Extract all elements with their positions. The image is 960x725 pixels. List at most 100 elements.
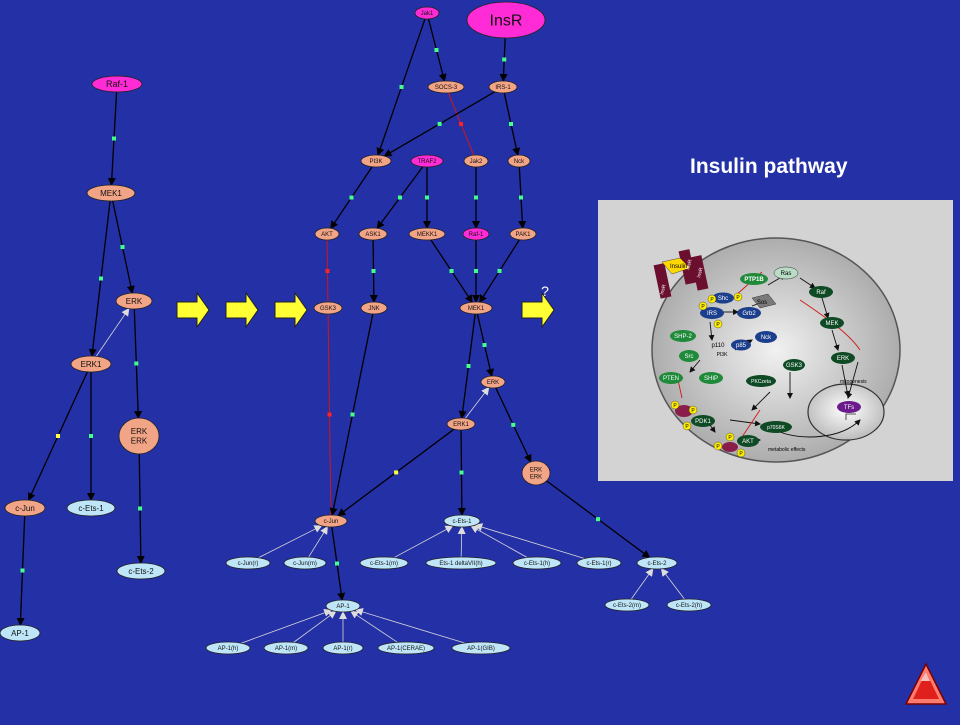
pkczeta-node [746, 375, 776, 387]
pi3k-product-node [675, 405, 693, 417]
edge-marker [112, 136, 116, 141]
node-label: ERK1 [81, 360, 102, 369]
edge-marker [325, 268, 330, 273]
edge-ap1gib-ap1b [354, 608, 465, 644]
node-label: Ets-1 deltaVII(h) [439, 561, 482, 567]
pkczeta-label: PKCzeta [751, 379, 771, 385]
node-label: JNK [368, 306, 379, 312]
node-ap1m: AP-1(m) [263, 641, 309, 655]
edge-marker [596, 517, 601, 522]
node-pak1: PAK1 [509, 227, 537, 241]
edge-ets1d-cets1b [457, 526, 466, 558]
phospho-marker: P [701, 304, 705, 310]
triangle-nav-icon[interactable] [904, 662, 948, 705]
phospho-marker: P [736, 295, 740, 301]
akt-cell-label: AKT [742, 439, 754, 445]
node-socs3: SOCS-3 [427, 80, 465, 94]
node-ask1: ASK1 [358, 227, 388, 241]
edge-marker [56, 434, 60, 438]
slide-title: Insulin pathway [690, 155, 848, 178]
node-label: ERK1 [453, 422, 469, 428]
src-label: Src [685, 354, 694, 360]
node-cets1m: c-Ets-1(m) [359, 556, 409, 570]
irs-label: IRS [707, 311, 717, 317]
node-ap1cerae: AP-1(CERAE) [377, 641, 435, 655]
src-node [679, 350, 699, 362]
flow-arrow-icon [274, 291, 308, 329]
node-mekk1: MEKK1 [408, 227, 446, 241]
edge-marker [519, 195, 523, 200]
node-label: c-Jun [15, 504, 35, 513]
shc-node [712, 292, 734, 304]
node-traf2: TRAF2 [410, 154, 444, 168]
tfs-label: TFs [844, 405, 854, 411]
grb2-label: Grb2 [742, 311, 756, 317]
node-ets1d: Ets-1 deltaVII(h) [425, 556, 497, 570]
node-akt: AKT [314, 227, 340, 241]
phospho-marker: P [716, 444, 720, 450]
edge-cets1m-cets1b [393, 525, 454, 558]
pdk1-node [691, 415, 715, 427]
phospho-marker: P [710, 297, 714, 303]
node-erkb: ERK [480, 375, 506, 389]
edge-marker [120, 245, 125, 250]
edge-marker [459, 122, 464, 127]
edge-ap1m-ap1b [293, 610, 337, 643]
edge-marker [371, 269, 376, 273]
gsk3-cell-label: GSK3 [786, 363, 803, 369]
node-erk: ERK [115, 292, 153, 310]
phospho-marker: P [673, 403, 677, 409]
p70s6k-node [760, 421, 792, 433]
node-label: MEK1 [100, 189, 122, 198]
node-label: Jak2 [470, 159, 483, 165]
edge-marker [449, 269, 454, 274]
edge-marker [466, 364, 471, 369]
edge-marker [497, 268, 502, 273]
node-cjunr: c-Jun(r) [225, 556, 271, 570]
edge-marker [334, 561, 339, 566]
edge-erk1-erk [95, 307, 130, 357]
edge-marker [394, 470, 399, 475]
node-label: c-Ets-1 [452, 519, 472, 525]
node-cjunb: c-Jun [314, 514, 348, 528]
p110-label: p110 [712, 343, 726, 349]
insr-receptor: Insulin InsR InsR InsR [653, 249, 709, 299]
node-raf1b: Raf-1 [462, 227, 490, 241]
node-mek1b: MEK1 [459, 301, 493, 315]
mek-node [820, 317, 844, 329]
edge-marker [482, 343, 487, 348]
edge-marker [134, 361, 139, 366]
insulin-pathway-figure: Insulin InsR InsR InsR [598, 200, 953, 481]
node-label: c-Ets-2 [647, 561, 667, 567]
flow-arrow-icon [176, 291, 210, 329]
akt-cell-node [737, 435, 759, 447]
node-label: PAK1 [516, 232, 532, 238]
node-cjunm: c-Jun(m) [283, 556, 327, 570]
insr-label-1: InsR [659, 284, 668, 296]
edge-cets1r-cets1b [474, 523, 585, 559]
node-label: c-Ets-1 [78, 504, 104, 513]
mek-label: MEK [825, 321, 838, 327]
ptp1b-label: PTP1B [744, 277, 764, 283]
node-label: c-Jun(m) [293, 561, 317, 567]
mitogenesis-label: mitogenesis [840, 379, 867, 385]
raf-label: Raf [816, 290, 826, 296]
node-label: AP-1(GIB) [467, 646, 495, 652]
pdk1-label: PDK1 [695, 419, 711, 425]
node-label: ERK [530, 468, 542, 474]
ras-label: Ras [781, 271, 792, 277]
node-label: AP-1(CERAE) [387, 646, 425, 652]
node-label: c-Ets-1(r) [587, 561, 612, 567]
node-cets1: c-Ets-1 [66, 499, 116, 517]
p70s6k-label: p70S6K [767, 425, 785, 431]
edge-marker [399, 84, 404, 89]
node-erk1: ERK1 [70, 355, 112, 373]
node-label: c-Ets-2 [128, 567, 154, 576]
node-ap1gib: AP-1(GIB) [451, 641, 511, 655]
edge-marker [434, 47, 439, 52]
edge-marker [425, 195, 429, 200]
node-ap1h: AP-1(h) [205, 641, 251, 655]
akt-complex-node [722, 442, 738, 452]
node-insr: InsR [466, 1, 546, 39]
